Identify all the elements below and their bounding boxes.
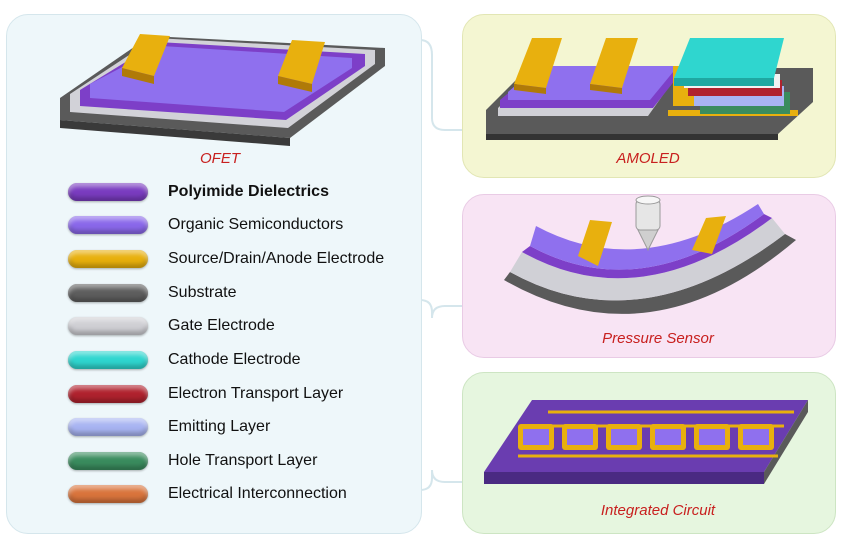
legend-swatch [68,250,148,268]
legend-swatch [68,351,148,369]
legend-item-cathode-electrode: Cathode Electrode [68,349,301,371]
ofet-device-illustration [60,34,385,146]
legend-swatch [68,216,148,234]
legend-label: Emitting Layer [168,418,271,435]
legend-item-polyimide: Polyimide Dielectrics [68,181,329,203]
legend-swatch [68,317,148,335]
legend-label: Electrical Interconnection [168,485,347,502]
legend-item-emitting-layer: Emitting Layer [68,416,270,438]
legend-label: Substrate [168,284,237,301]
amoled-caption: AMOLED [616,150,680,167]
legend-item-gate-electrode: Gate Electrode [68,315,275,337]
legend-swatch [68,418,148,436]
legend-swatch [68,284,148,302]
legend-item-hole-transport: Hole Transport Layer [68,450,317,472]
legend-label: Cathode Electrode [168,351,301,368]
legend-item-electron-transport: Electron Transport Layer [68,383,343,405]
legend-swatch [68,485,148,503]
pressure-sensor-illustration [504,195,796,314]
amoled-device-illustration [486,38,813,140]
pressure-sensor-caption: Pressure Sensor [602,330,714,347]
legend-label: Gate Electrode [168,317,275,334]
legend-label: Source/Drain/Anode Electrode [168,250,385,267]
legend-item-interconnection: Electrical Interconnection [68,483,347,505]
legend-swatch [68,183,148,201]
legend-label: Hole Transport Layer [168,452,318,469]
legend-label: Polyimide Dielectrics [168,183,329,200]
legend-swatch [68,452,148,470]
legend-label: Organic Semiconductors [168,216,344,233]
ofet-caption: OFET [200,150,240,167]
integrated-circuit-caption: Integrated Circuit [600,502,716,519]
legend-item-organic-semiconductors: Organic Semiconductors [68,214,343,236]
legend-item-substrate: Substrate [68,282,236,304]
integrated-circuit-illustration [484,400,808,484]
legend-label: Electron Transport Layer [168,385,344,402]
legend-item-electrode: Source/Drain/Anode Electrode [68,248,384,270]
legend-swatch [68,385,148,403]
